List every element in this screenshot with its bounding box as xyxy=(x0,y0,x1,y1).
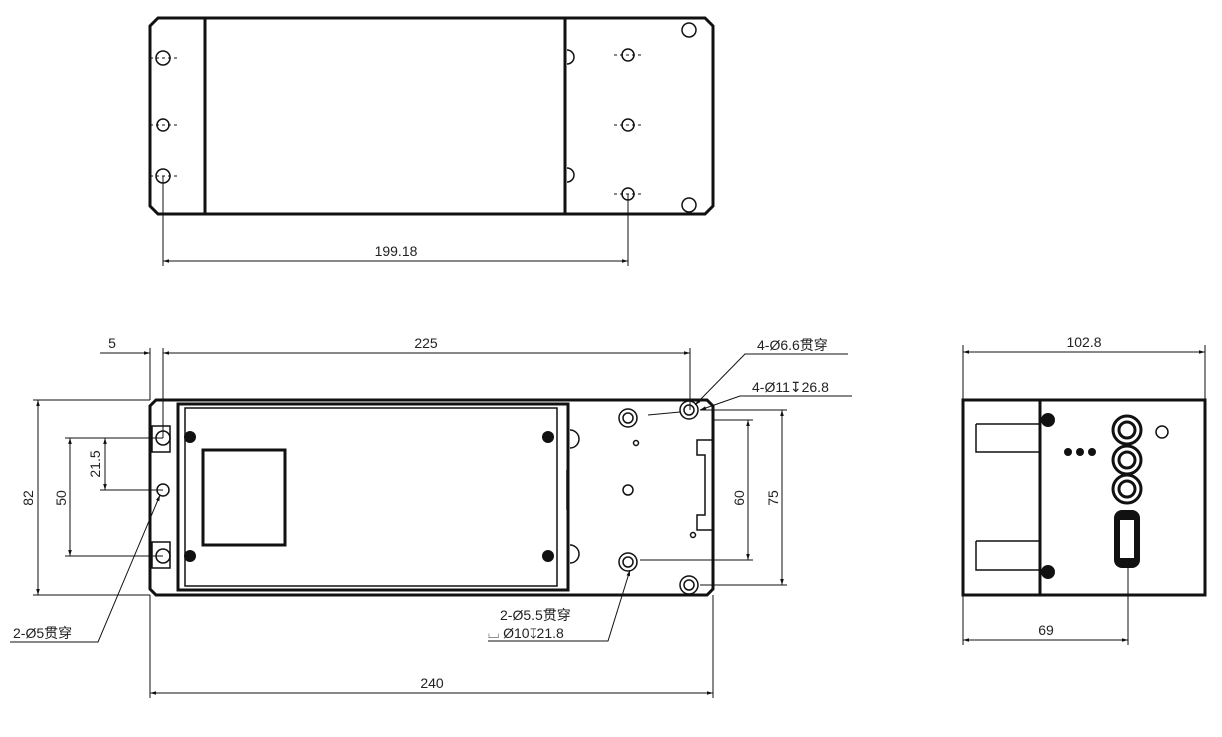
dim-left-half: 21.5 xyxy=(87,450,103,477)
dim-height: 82 xyxy=(20,490,36,506)
front-view: 225 5 240 82 50 21.5 60 75 4-Ø6.6贯穿 4-Ø1… xyxy=(10,335,852,698)
dim-length: 240 xyxy=(420,675,444,691)
note-through-5: 2-Ø5贯穿 xyxy=(13,625,72,641)
dim-offset: 5 xyxy=(108,335,116,351)
note-counterbore-10: ⌴ Ø10↧21.8 xyxy=(488,625,564,641)
dim-hole-span: 225 xyxy=(414,335,438,351)
note-counterbore-11: 4-Ø11↧26.8 xyxy=(752,379,829,395)
note-through-5-5: 2-Ø5.5贯穿 xyxy=(500,607,571,623)
note-through-6-6: 4-Ø6.6贯穿 xyxy=(757,337,828,353)
dim-connector: 69 xyxy=(1038,622,1054,638)
dim-right-inner: 60 xyxy=(731,490,747,506)
top-view: 199.18 xyxy=(148,16,715,266)
side-view: 102.8 69 xyxy=(961,334,1207,645)
dim-width: 102.8 xyxy=(1066,334,1101,350)
dim-hole-spacing: 199.18 xyxy=(375,243,418,259)
dim-left-holes: 50 xyxy=(53,490,69,506)
dim-right-outer: 75 xyxy=(765,490,781,506)
